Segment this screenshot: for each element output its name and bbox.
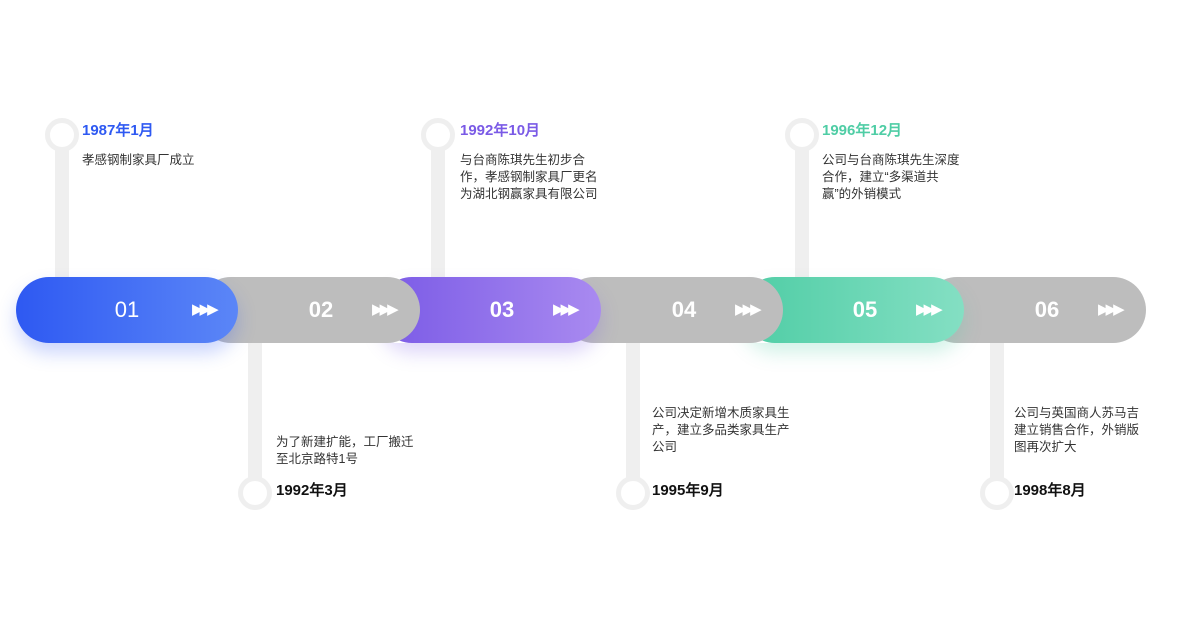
event-desc-2: 为了新建扩能，工厂搬迁至北京路特1号	[276, 435, 414, 466]
event-desc-4: 公司决定新增木质家具生产，建立多品类家具生产公司	[652, 406, 790, 454]
arrows-icon: ▶▶▶	[372, 301, 399, 318]
timeline-segment-04: 04 ▶▶▶	[561, 277, 783, 343]
event-desc-6: 公司与英国商人苏马吉建立销售合作，外销版图再次扩大	[1014, 406, 1140, 454]
segment-number: 05	[852, 297, 878, 322]
pin-icon	[616, 476, 650, 510]
timeline-segment-05: 05 ▶▶▶	[742, 277, 964, 343]
stem-upper-5	[795, 140, 809, 280]
pin-icon	[238, 476, 272, 510]
pin-icon	[785, 118, 819, 152]
stem-lower-4	[626, 340, 640, 480]
stem-upper-3	[431, 140, 445, 280]
event-date-4: 1995年9月	[652, 482, 724, 499]
event-date-1: 1987年1月	[82, 122, 154, 139]
event-date-6: 1998年8月	[1014, 482, 1086, 499]
segment-number: 04	[671, 297, 697, 322]
arrows-icon: ▶▶▶	[192, 301, 219, 318]
stem-lower-2	[248, 340, 262, 480]
pin-icon	[45, 118, 79, 152]
event-date-3: 1992年10月	[460, 122, 541, 139]
pin-icon	[980, 476, 1014, 510]
event-desc-5: 公司与台商陈琪先生深度合作，建立“多渠道共赢”的外销模式	[822, 153, 960, 201]
timeline-segment-01: 01 ▶▶▶	[16, 277, 238, 343]
arrows-icon: ▶▶▶	[553, 301, 580, 318]
segment-number: 03	[489, 297, 515, 322]
arrows-icon: ▶▶▶	[735, 301, 762, 318]
event-desc-1: 孝感钢制家具厂成立	[82, 153, 195, 167]
segment-number: 01	[114, 297, 140, 322]
stem-upper-1	[55, 140, 69, 280]
pin-icon	[421, 118, 455, 152]
event-date-5: 1996年12月	[822, 122, 903, 139]
event-desc-3: 与台商陈琪先生初步合作，孝感钢制家具厂更名为湖北钢赢家具有限公司	[460, 153, 598, 201]
arrows-icon: ▶▶▶	[1098, 301, 1125, 318]
segment-number: 02	[308, 297, 334, 322]
event-date-2: 1992年3月	[276, 482, 348, 499]
stem-lower-6	[990, 340, 1004, 480]
arrows-icon: ▶▶▶	[916, 301, 943, 318]
segment-number: 06	[1034, 297, 1060, 322]
